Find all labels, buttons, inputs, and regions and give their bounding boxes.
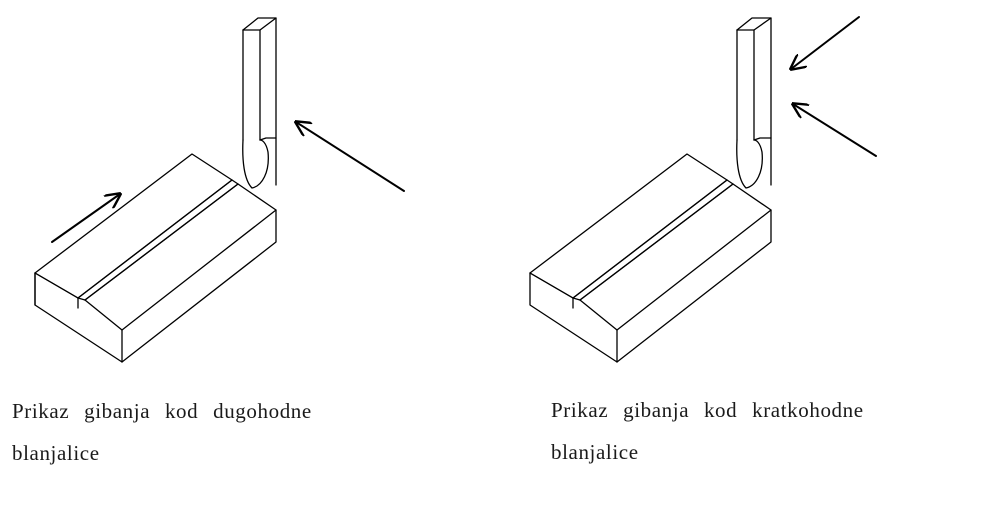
right-figure — [529, 16, 877, 363]
left-cutting-tool — [242, 17, 277, 189]
left-caption-line-1: Prikaz gibanja kod dugohodne — [12, 399, 312, 423]
left-figure — [34, 17, 405, 363]
right-tool-arrow-lower — [793, 104, 877, 157]
left-caption-line-2: blanjalice — [12, 441, 100, 465]
right-workpiece-block — [529, 153, 772, 363]
right-caption-line-2: blanjalice — [551, 440, 639, 464]
left-tool-motion-arrow — [296, 122, 405, 192]
right-figure-caption: Prikaz gibanja kod kratkohodne blanjalic… — [551, 389, 931, 473]
right-cutting-tool — [736, 17, 772, 189]
left-figure-caption: Prikaz gibanja kod dugohodne blanjalice — [12, 390, 392, 474]
left-workpiece-block — [34, 153, 277, 363]
right-tool-arrow-upper — [791, 16, 860, 69]
left-table-feed-arrow — [51, 194, 120, 243]
right-caption-line-1: Prikaz gibanja kod kratkohodne — [551, 398, 864, 422]
